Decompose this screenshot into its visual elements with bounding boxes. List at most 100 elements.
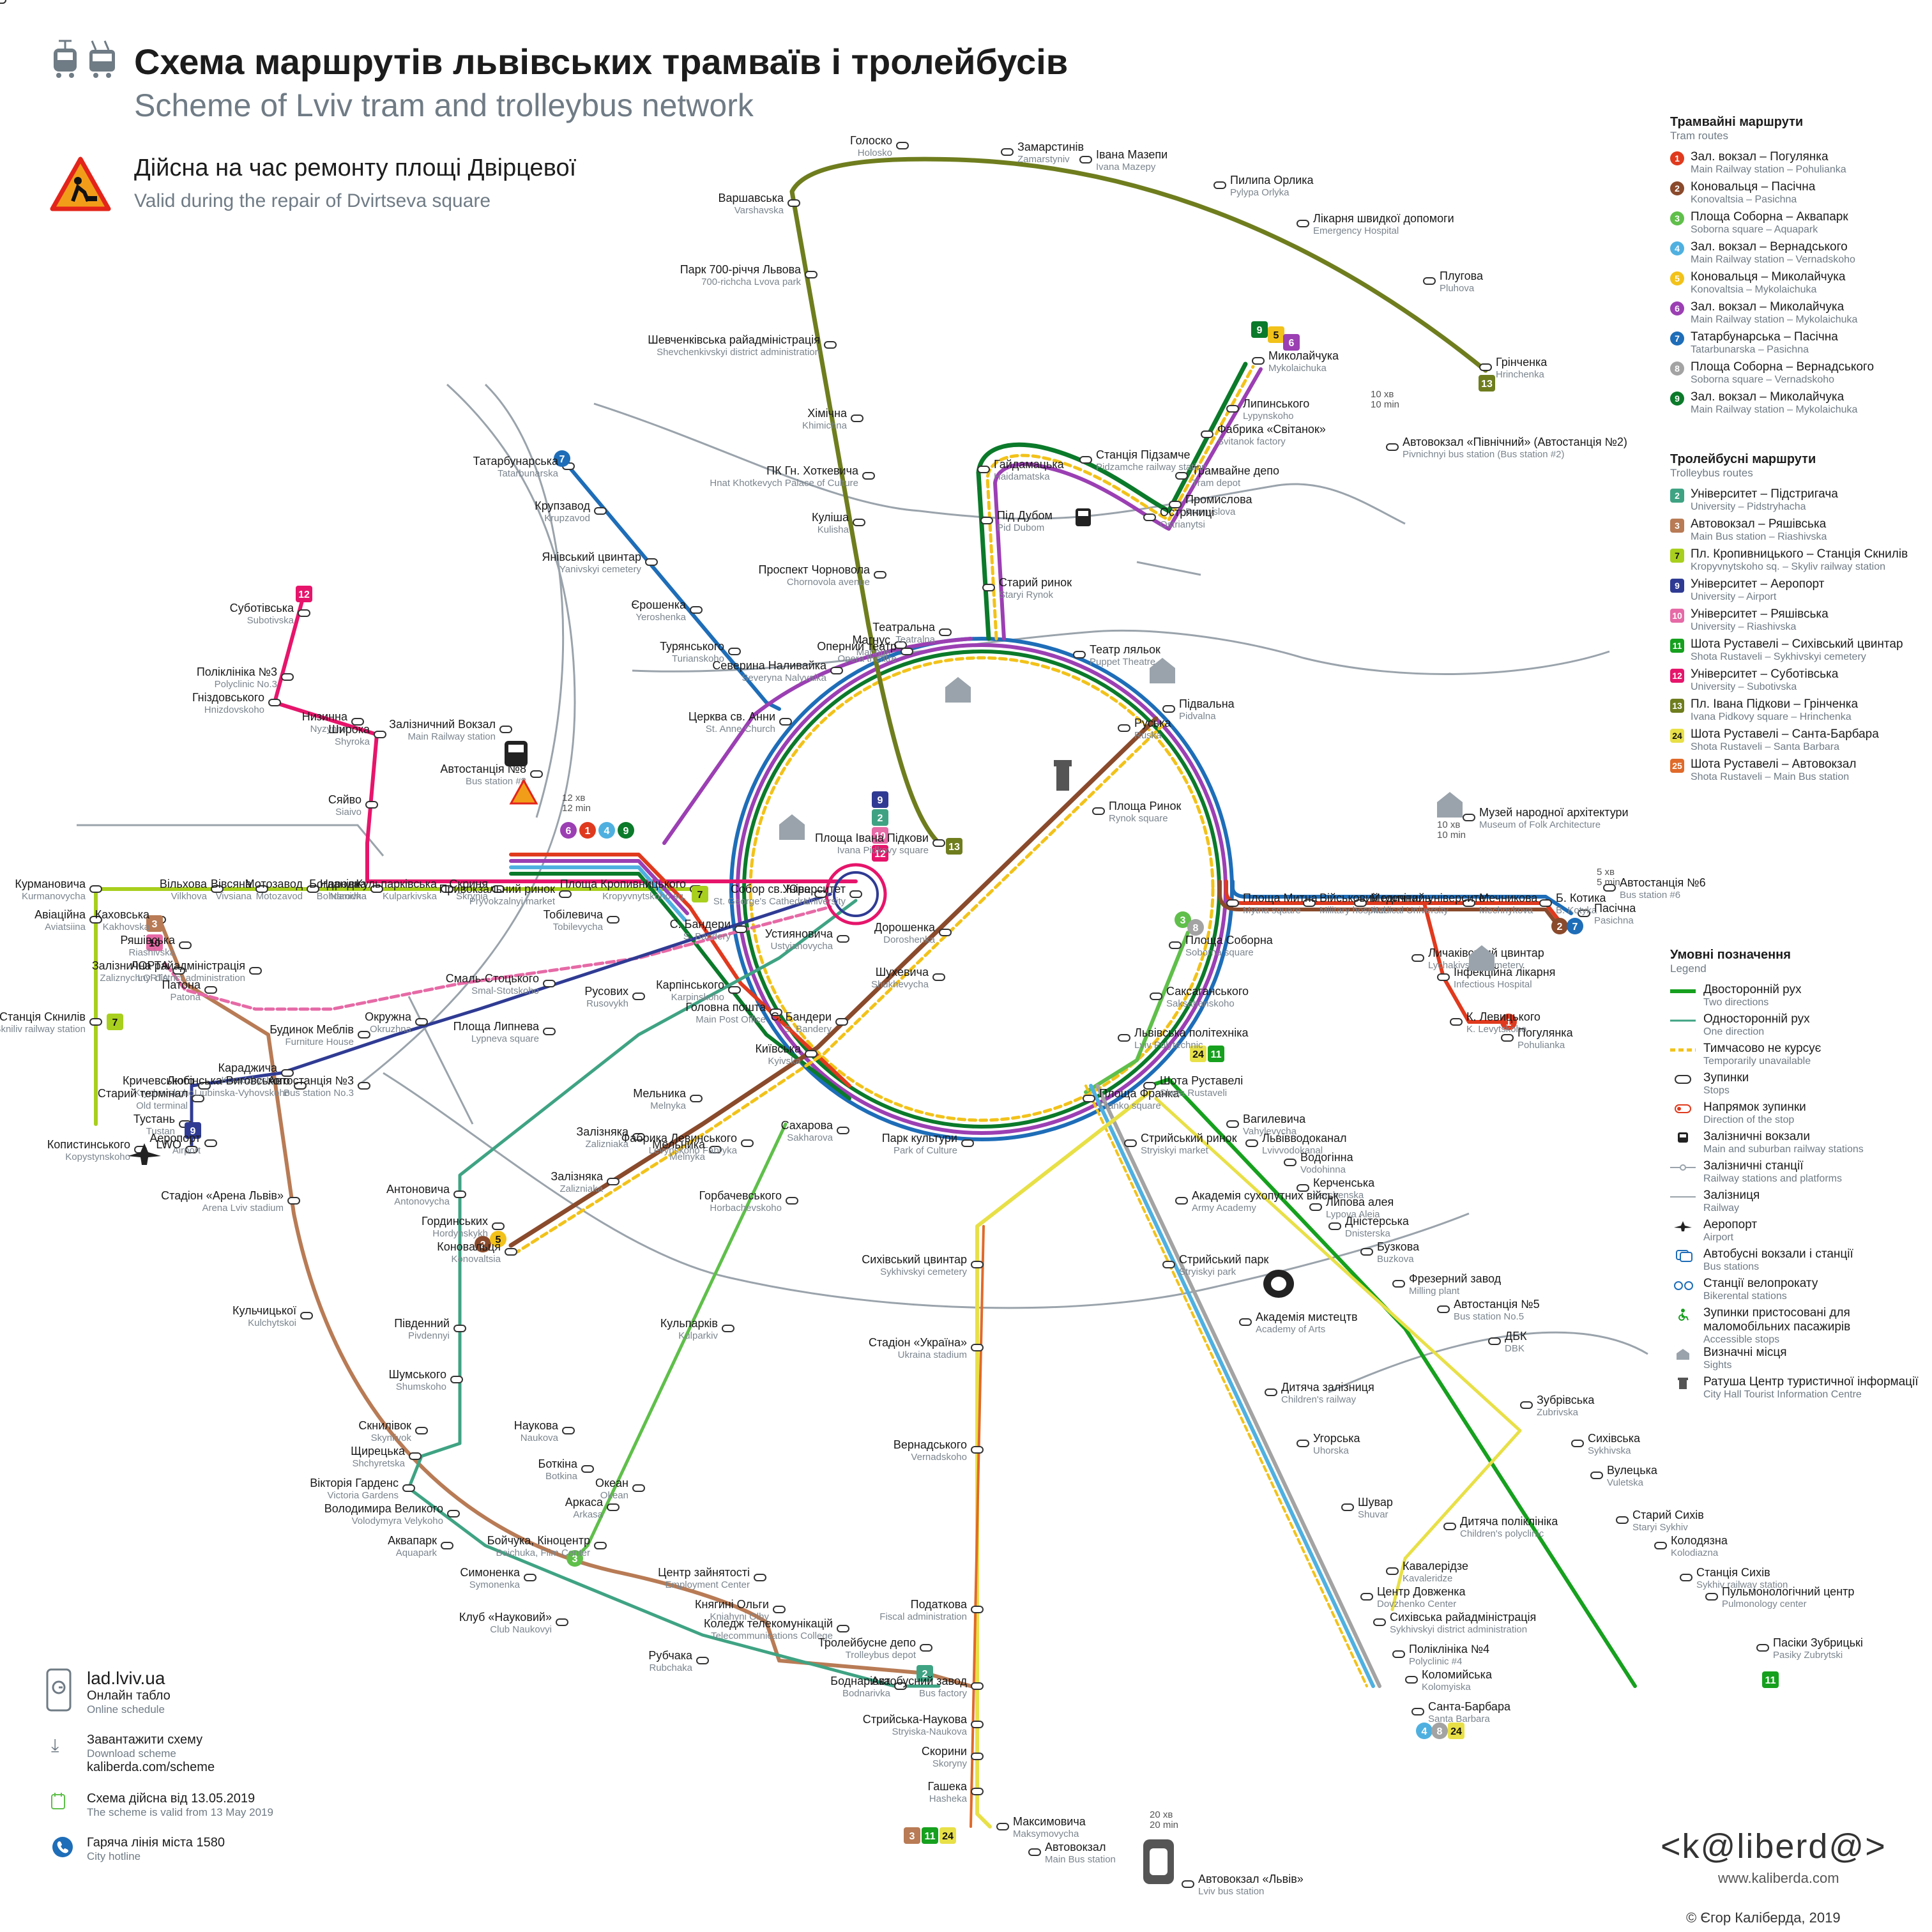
trolley-route-name-en: University – Airport (1691, 591, 1777, 602)
stop-zainiatosti (754, 1574, 766, 1581)
route-10 (164, 905, 832, 1011)
stop-budynok (358, 1031, 370, 1038)
station-name-en-kerchenska: Kerchenska (1313, 1190, 1364, 1201)
station-name-en-sykhiv_rda: Sykhivskyi district administration (1390, 1624, 1527, 1635)
route-badge-number: 24 (1192, 1049, 1204, 1060)
station-name-park700: Парк 700-річчя Львова (680, 263, 802, 276)
station-name-en-bus6: Bus station #6 (1620, 890, 1680, 901)
route-badge-12: 12 (296, 586, 312, 602)
station-name-en-pidkovy: Ivana Pidkovy square (837, 845, 929, 856)
tram-route-name: Площа Соборна – Аквапарк (1691, 210, 1848, 224)
route-badge-5: 5 (1268, 326, 1284, 343)
railway-line (383, 1072, 1470, 1309)
station-name-en-santa: Santa Barbara (1428, 1714, 1490, 1724)
stop-smal (543, 980, 556, 987)
stop-sakharova (837, 1127, 849, 1134)
train-icon (1670, 1132, 1696, 1144)
route-badge-number: 12 (874, 849, 886, 860)
stop-pidvalna (1162, 705, 1175, 713)
station-name-zainiatosti: Центр зайнятості (658, 1566, 750, 1579)
station-name-en-vilkhova: Vilkhova (171, 891, 208, 902)
stop-kulparkivska (441, 885, 453, 893)
stop-army (1175, 1197, 1188, 1205)
stop-mazepy (1079, 156, 1092, 164)
route-badge-number: 13 (1481, 379, 1493, 390)
station-name-ostrianytsi: Остряниці (1160, 506, 1214, 519)
legend-label-en: Main and suburban railway stations (1703, 1144, 1864, 1155)
stop-konovaltsia (505, 1248, 517, 1256)
station-name-akvapark: Аквапарк (388, 1534, 437, 1547)
station-name-en-akad_mystetstv: Academy of Arts (1256, 1324, 1325, 1335)
route-badge-6: 6 (1283, 334, 1300, 351)
station-name-dbk: ДБК (1505, 1330, 1527, 1343)
station-name-en-smal: Smal-Stotskoho (471, 985, 539, 996)
stop-skoryny (971, 1753, 984, 1760)
station-name-rynok: Площа Ринок (1109, 800, 1181, 812)
stops (0, 0, 1769, 1888)
symbols-legend: Умовні позначення Legend Двосторонній ру… (1670, 948, 1926, 1404)
walk-time-railway: 12 хв (562, 793, 585, 803)
site-link[interactable]: lad.lviv.ua (87, 1668, 165, 1688)
route-badge-shape (1431, 1723, 1448, 1739)
station-name-bus8: Автостанція №8 (440, 763, 526, 775)
station-name-en-sykhivska: Sykhivska (1588, 1445, 1631, 1456)
download-link[interactable]: kaliberda.com/scheme (87, 1760, 215, 1774)
station-name-en-orlyka: Pylypa Orlyka (1230, 187, 1289, 198)
station-name-en-uhorska: Uhorska (1313, 1445, 1350, 1456)
station-name-en-sykhiv_cem: Sykhivskyi cemetery (880, 1266, 967, 1277)
station-name-en-rustaveli: Shota Rustaveli (1160, 1088, 1227, 1099)
station-name-en-okruzhna: Okruzhna (370, 1024, 412, 1035)
station-name-en-pivdennyi: Pivdennyi (408, 1330, 450, 1341)
station-name-en-liubinska: Liubinska-Vyhovskoho (194, 1088, 290, 1099)
trolley-route-name: Шота Руставелі – Санта-Барбара (1691, 727, 1879, 741)
stop-ostrianytsi (1143, 513, 1156, 521)
stop-polyclinic4 (1392, 1650, 1405, 1658)
stop-bandery1 (734, 925, 747, 933)
route-badge-24: 24 (939, 1827, 956, 1844)
station-name-en-turianskoho: Turianskoho (672, 653, 724, 664)
station-name-en-medical: Medical University (1371, 905, 1449, 916)
author-url[interactable]: www.kaliberda.com (1718, 1870, 1839, 1886)
tram-route-name: Зал. вокзал – Вернадського (1691, 240, 1848, 254)
station-name-lviv_bus: Автовокзал «Львів» (1198, 1873, 1304, 1885)
station-name-hnizdovskoho: Гніздовського (192, 691, 264, 704)
city-hall-tower (1056, 765, 1069, 791)
route-5-diagonal (515, 722, 1166, 1254)
page-subtitle: Scheme of Lviv tram and trolleybus netwo… (134, 87, 754, 123)
stop-boichuka (594, 1542, 607, 1549)
stop-nyzynna (351, 718, 364, 726)
station-name-en-tustan: Tustan (146, 1126, 175, 1137)
station-name-kulchytskoi: Кульчицької (232, 1304, 296, 1317)
station-name-en-lorta: LORTA (137, 973, 169, 984)
station-name-vuletska: Вулецька (1607, 1464, 1658, 1477)
station-name-en-tatarbunarska: Tatarbunarska (498, 468, 559, 479)
university-loop-inner (833, 871, 879, 917)
symbols-legend-title-en: Legend (1670, 962, 1707, 975)
station-name-symonenka: Симоненка (460, 1566, 521, 1579)
station-name-en-trolleydepot: Trolleybus depot (846, 1650, 917, 1661)
station-name-en-hasheka: Hasheka (929, 1793, 968, 1804)
hotline-label-en: City hotline (87, 1850, 141, 1862)
stop-kultury (961, 1139, 974, 1147)
stop-universytet (849, 890, 862, 898)
station-name-en-krupzavod: Krupzavod (544, 513, 590, 524)
station-name-botkina: Боткіна (538, 1457, 578, 1470)
stop-pryvokzalnyi (559, 890, 572, 898)
stop-okean (632, 1484, 645, 1492)
tram-route-name-en: Main Railway station – Mykolaichuka (1691, 404, 1858, 415)
arena-stadium-icon (1143, 1839, 1174, 1884)
station-name-nalyvaika: Северина Наливайка (712, 659, 827, 672)
station-name-shyroka: Широка (328, 723, 370, 736)
railway-line (77, 824, 384, 856)
stop-shuvar (1341, 1503, 1354, 1511)
station-name-pluhova: Плугова (1440, 270, 1484, 282)
railway-line (484, 383, 565, 818)
stop-nalyvaika (830, 667, 843, 674)
station-name-en-shchyretska: Shchyretska (352, 1458, 405, 1469)
station-name-pulmonology: Пульмонологічний центр (1722, 1585, 1854, 1598)
station-name-rubchaka: Рубчака (648, 1649, 693, 1662)
